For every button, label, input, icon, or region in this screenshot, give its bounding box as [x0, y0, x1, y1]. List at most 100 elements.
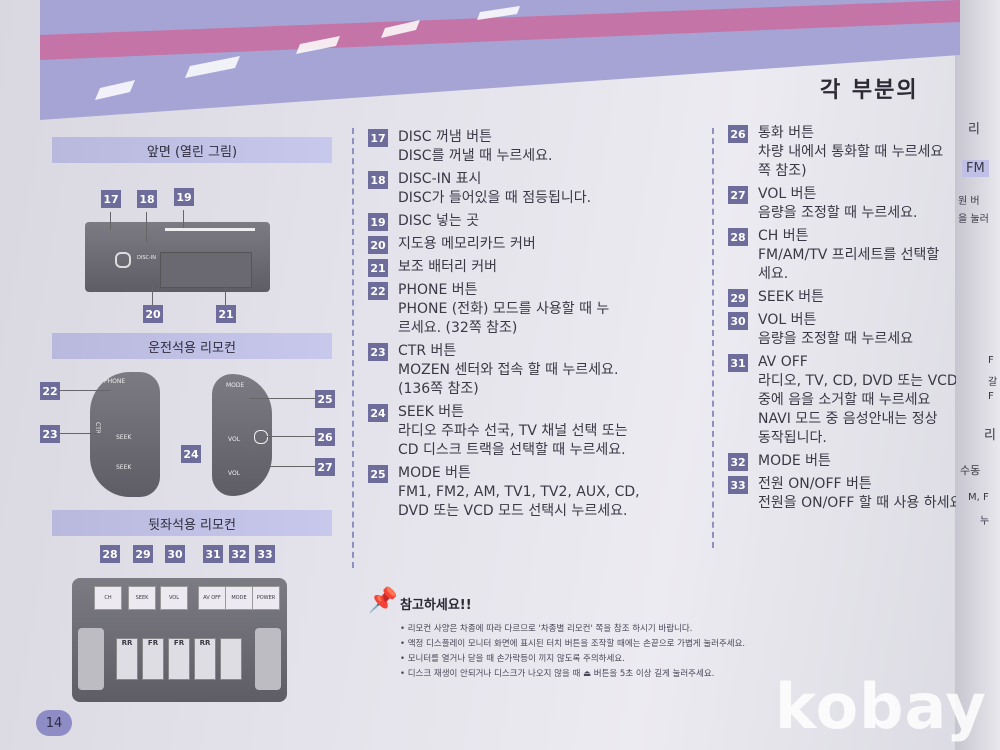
note-list: 리모컨 사양은 차종에 따라 다르므로 '차종별 리모컨' 쪽을 참조 하시기 … — [400, 622, 745, 682]
item-description: 르세요. (32쪽 참조) — [398, 320, 518, 336]
next-page-fragment: 갈 — [988, 377, 998, 388]
ch-button[interactable]: CH — [94, 586, 122, 610]
item-number: 22 — [368, 282, 388, 300]
seat-button-fr-right[interactable]: FR — [168, 638, 190, 680]
item-number: 32 — [728, 453, 748, 471]
seek-down-button[interactable]: SEEK — [116, 464, 132, 471]
item-number: 23 — [368, 343, 388, 361]
header-banner — [40, 0, 960, 120]
seat-button-rr-right[interactable]: RR — [194, 638, 216, 680]
item-description: MOZEN 센터와 접속 할 때 누르세요. — [398, 362, 619, 378]
note-title: 참고하세요!! — [400, 598, 472, 613]
phone-button[interactable]: PHONE — [104, 378, 126, 385]
item-description: FM/AM/TV 프리세트를 선택할 — [758, 247, 940, 263]
ctr-button[interactable]: CTR — [94, 422, 101, 435]
right-steering-remote: MODE VOL VOL — [212, 374, 272, 496]
item-description: 음량을 조정할 때 누르세요 — [758, 331, 914, 347]
item-title: 보조 배터리 커버 — [398, 259, 498, 275]
item-title: PHONE 버튼 — [398, 282, 478, 298]
item-description: PHONE (전화) 모드를 사용할 때 누 — [398, 301, 610, 317]
note-item: 모니터를 열거나 닫을 때 손가락등이 끼지 않도록 주의하세요. — [400, 652, 745, 667]
item-number: 30 — [728, 312, 748, 330]
seat-button-climate[interactable] — [220, 638, 242, 680]
callout-30: 30 — [165, 545, 185, 563]
section-title: 각 부분의 — [820, 78, 919, 103]
item-number: 21 — [368, 259, 388, 277]
item-32: 32 MODE 버튼 — [728, 452, 956, 471]
item-number: 18 — [368, 171, 388, 189]
callout-17: 17 — [101, 190, 121, 208]
seek-up-button[interactable]: SEEK — [116, 434, 132, 441]
disc-slot — [165, 228, 255, 231]
right-seat-control[interactable] — [255, 628, 281, 690]
item-number: 24 — [368, 404, 388, 422]
item-number: 26 — [728, 125, 748, 143]
callout-19: 19 — [174, 188, 194, 206]
item-title: 지도용 메모리카드 커버 — [398, 236, 536, 252]
pushpin-icon: 📌 — [368, 586, 398, 614]
item-number: 31 — [728, 354, 748, 372]
item-title: AV OFF — [758, 354, 808, 370]
item-23: 23 CTR 버튼 MOZEN 센터와 접속 할 때 누르세요. (136쪽 참조) — [368, 342, 698, 399]
item-number: 25 — [368, 465, 388, 483]
item-description: DISC를 꺼낼 때 누르세요. — [398, 148, 553, 164]
item-description: 세요. — [758, 266, 789, 282]
next-page-fragment: FM — [962, 160, 989, 177]
rear-mode-button[interactable]: MODE — [225, 586, 253, 610]
item-number: 29 — [728, 289, 748, 307]
call-button[interactable] — [254, 430, 268, 444]
av-unit-front: DISC-IN — [85, 222, 270, 292]
mode-button[interactable]: MODE — [226, 382, 245, 389]
item-description: 중에 음을 소거할 때 누르세요 — [758, 392, 931, 408]
next-page-fragment: F — [988, 391, 994, 402]
left-steering-remote: PHONE CTR SEEK SEEK — [90, 372, 160, 497]
seat-button-rr-left[interactable]: RR — [116, 638, 138, 680]
next-page-fragment: F — [988, 355, 994, 366]
page-number: 14 — [36, 710, 72, 736]
seat-button-fr-left[interactable]: FR — [142, 638, 164, 680]
callout-25: 25 — [315, 390, 335, 408]
disc-in-indicator: DISC-IN — [137, 255, 157, 261]
rear-remote-label: 뒷좌석용 리모컨 — [52, 510, 332, 536]
next-page-fragment: 원 버 — [958, 196, 980, 207]
item-number: 17 — [368, 129, 388, 147]
item-title: MODE 버튼 — [398, 465, 471, 481]
vol-up-button[interactable]: VOL — [228, 436, 241, 443]
front-view-label: 앞면 (열린 그림) — [52, 137, 332, 163]
left-seat-control[interactable] — [78, 628, 104, 690]
next-page-edge — [955, 0, 1000, 750]
av-off-button[interactable]: AV OFF — [198, 586, 226, 610]
item-description: 라디오, TV, CD, DVD 또는 VCD — [758, 373, 956, 389]
item-title: VOL 버튼 — [758, 186, 817, 202]
item-number: 28 — [728, 228, 748, 246]
item-description: 전원을 ON/OFF 할 때 사용 하세요 — [758, 495, 956, 511]
callout-23: 23 — [40, 425, 60, 443]
vol-down-button[interactable]: VOL — [228, 470, 241, 477]
callout-21: 21 — [216, 305, 236, 323]
vol-button[interactable]: VOL — [160, 586, 188, 610]
power-button[interactable]: POWER — [252, 586, 280, 610]
callout-18: 18 — [137, 190, 157, 208]
item-description: DVD 또는 VCD 모드 선택시 누르세요. — [398, 503, 628, 519]
disc-eject-button[interactable] — [115, 252, 131, 268]
callout-31: 31 — [203, 545, 223, 563]
item-title: MODE 버튼 — [758, 453, 831, 469]
item-description: DISC가 들어있을 때 점등됩니다. — [398, 190, 592, 206]
item-title: 통화 버튼 — [758, 125, 814, 141]
item-title: CTR 버튼 — [398, 343, 457, 359]
callout-32: 32 — [229, 545, 249, 563]
watermark: kobay — [775, 670, 987, 743]
item-31: 31 AV OFF 라디오, TV, CD, DVD 또는 VCD 중에 음을 소거할… — [728, 353, 956, 448]
seek-button[interactable]: SEEK — [128, 586, 156, 610]
item-title: DISC 꺼냄 버튼 — [398, 129, 492, 145]
item-description: (136쪽 참조) — [398, 381, 479, 397]
next-page-fragment: 리 — [984, 428, 996, 443]
